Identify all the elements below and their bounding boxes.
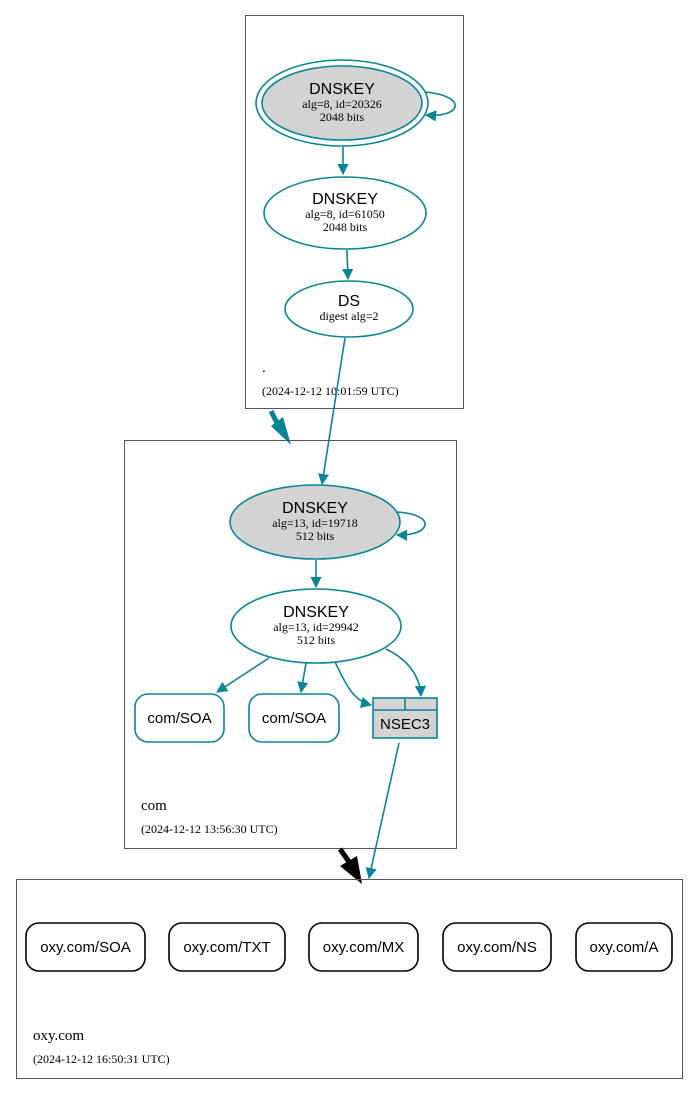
zone-root-timestamp: (2024-12-12 10:01:59 UTC) <box>262 384 399 398</box>
com-soa-1[interactable]: com/SOA <box>134 693 225 743</box>
oxy-record-ns-label: oxy.com/NS <box>457 939 537 956</box>
oxy-record-mx-label: oxy.com/MX <box>323 939 404 956</box>
zone-root: . (2024-12-12 10:01:59 UTC) <box>245 15 464 409</box>
com-nsec3-label: NSEC3 <box>380 716 430 733</box>
zone-root-box <box>245 15 464 409</box>
root-ds-digest: digest alg=2 <box>319 309 378 323</box>
root-ksk-bits: 2048 bits <box>320 110 365 124</box>
oxy-record-soa[interactable]: oxy.com/SOA <box>25 922 146 972</box>
com-ksk-type: DNSKEY <box>282 500 348 517</box>
oxy-record-txt[interactable]: oxy.com/TXT <box>168 922 286 972</box>
com-zsk-to-nsec3-edge-b <box>385 648 427 698</box>
com-zsk-to-soa1-edge <box>216 657 270 693</box>
zone-oxy-timestamp: (2024-12-12 16:50:31 UTC) <box>33 1052 170 1066</box>
com-nsec3[interactable]: NSEC3 <box>372 697 438 739</box>
com-soa-2[interactable]: com/SOA <box>248 693 340 743</box>
ds-to-com-ksk-edge <box>318 337 346 486</box>
root-zsk-type: DNSKEY <box>312 191 378 208</box>
com-zsk-to-soa2-edge <box>297 662 309 694</box>
com-soa-1-label: com/SOA <box>147 710 211 727</box>
root-dnskey-ksk[interactable]: DNSKEY alg=8, id=20326 2048 bits <box>255 59 429 147</box>
zone-com: com (2024-12-12 13:56:30 UTC) <box>124 440 457 849</box>
zone-com-box <box>124 440 457 849</box>
zone-com-name: com <box>141 798 167 814</box>
oxy-record-ns[interactable]: oxy.com/NS <box>442 922 552 972</box>
root-ds[interactable]: DS digest alg=2 <box>284 280 414 338</box>
root-zsk-to-ds-edge <box>342 249 354 281</box>
com-zsk-bits: 512 bits <box>297 633 336 647</box>
zone-root-name: . <box>262 360 266 376</box>
oxy-record-a[interactable]: oxy.com/A <box>575 922 673 972</box>
zone-oxy-box <box>16 879 683 1079</box>
oxy-record-mx[interactable]: oxy.com/MX <box>308 922 419 972</box>
root-ksk-type: DNSKEY <box>309 81 375 98</box>
oxy-record-a-label: oxy.com/A <box>590 939 659 956</box>
zone-oxy-name: oxy.com <box>33 1028 84 1044</box>
nsec3-to-oxy-edge <box>365 742 400 880</box>
zone-oxy: oxy.com (2024-12-12 16:50:31 UTC) <box>16 879 683 1079</box>
delegation-com-oxy <box>337 847 362 884</box>
root-zsk-alg: alg=8, id=61050 <box>305 207 385 221</box>
com-ksk-self-edge <box>395 511 426 541</box>
oxy-record-soa-label: oxy.com/SOA <box>40 939 131 956</box>
com-dnskey-ksk[interactable]: DNSKEY alg=13, id=19718 512 bits <box>229 484 401 560</box>
oxy-record-txt-label: oxy.com/TXT <box>183 939 270 956</box>
com-ksk-alg: alg=13, id=19718 <box>272 516 358 530</box>
root-ds-type: DS <box>338 293 360 310</box>
delegation-root-com <box>268 409 291 445</box>
root-dnskey-zsk[interactable]: DNSKEY alg=8, id=61050 2048 bits <box>263 176 427 250</box>
com-zsk-to-nsec3-edge-a <box>334 661 373 708</box>
com-dnskey-zsk[interactable]: DNSKEY alg=13, id=29942 512 bits <box>230 588 402 664</box>
com-ksk-bits: 512 bits <box>296 529 335 543</box>
com-soa-2-label: com/SOA <box>262 710 326 727</box>
zone-com-timestamp: (2024-12-12 13:56:30 UTC) <box>141 822 278 836</box>
root-zsk-bits: 2048 bits <box>323 220 368 234</box>
com-zsk-type: DNSKEY <box>283 604 349 621</box>
root-ksk-alg: alg=8, id=20326 <box>302 97 382 111</box>
com-zsk-alg: alg=13, id=29942 <box>273 620 359 634</box>
root-ksk-self-edge <box>424 91 456 122</box>
